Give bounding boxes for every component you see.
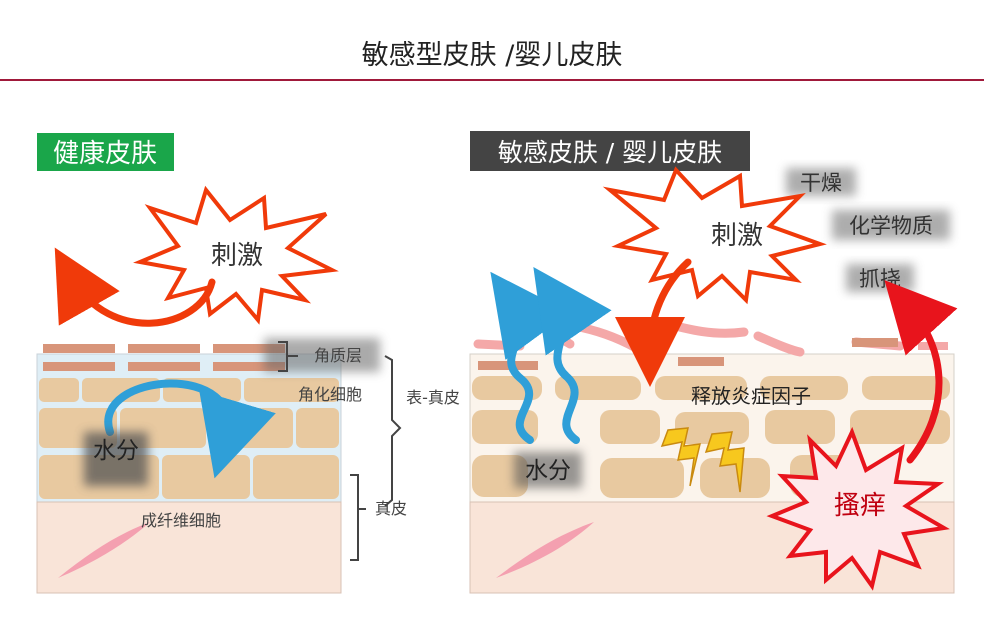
sensitive-stimulus-label: 刺激 (711, 221, 763, 251)
keratinocyte-cell (600, 458, 684, 498)
water-label-shadow (514, 452, 582, 488)
keratinocyte-cell (253, 455, 339, 499)
healthy-heading: 健康皮肤 (53, 139, 157, 169)
corneum-brick (678, 357, 724, 366)
corneum-brick (43, 362, 115, 371)
corneum-flake (655, 317, 749, 338)
corneum-label-shadow (264, 338, 380, 372)
itch-label: 搔痒 (834, 491, 886, 521)
blue-arrow-icon (490, 271, 570, 444)
healthy-stratum-corneum (43, 344, 285, 371)
burst-icon (133, 185, 339, 325)
cause-dry-label: 干燥 (800, 171, 842, 195)
corneum-brick (43, 344, 115, 353)
keratinocyte-cell (162, 455, 250, 499)
keratinocyte-cell (39, 378, 79, 402)
corneum-brick (213, 362, 285, 371)
keratinocyte-cell (296, 408, 339, 448)
dermis-bracket (350, 474, 366, 561)
cause-chemical-label: 化学物质 (849, 214, 933, 238)
epidermis-dermis-label: 表-真皮 (406, 388, 460, 407)
corneum-brick (852, 338, 898, 347)
blue-arrow-icon (104, 379, 276, 479)
lightning-icon (704, 431, 745, 493)
cause-scratch-label: 抓挠 (859, 267, 901, 291)
healthy-stimulus-label: 刺激 (211, 241, 263, 271)
corneum-flake (569, 321, 641, 353)
title-rule (0, 79, 984, 81)
keratinocyte-label: 角化细胞 (298, 385, 362, 404)
healthy-water-label: 水分 (93, 438, 139, 464)
cause-shadow (786, 168, 856, 196)
inflammation-label: 释放炎症因子 (691, 384, 811, 408)
burst-icon (602, 166, 827, 305)
burst-icon (766, 426, 950, 591)
stratum-corneum-label: 角质层 (314, 346, 362, 365)
fibroblast-cell (58, 522, 150, 578)
fibroblast-label: 成纤维细胞 (141, 511, 221, 530)
cause-shadow (832, 210, 950, 240)
water-label-shadow (84, 432, 148, 486)
keratinocyte-cell (700, 458, 770, 498)
healthy-dermis (36, 501, 342, 594)
keratinocyte-cell (765, 410, 835, 444)
fibroblast-cell (496, 522, 594, 578)
keratinocyte-cell (209, 408, 293, 448)
sensitive-heading: 敏感皮肤 / 婴儿皮肤 (498, 138, 722, 167)
corneum-bracket (278, 341, 298, 372)
keratinocyte-cell (760, 376, 848, 400)
sensitive-heading-tag (470, 131, 750, 171)
corneum-brick (213, 344, 285, 353)
red-arrow-icon (54, 247, 216, 327)
red-arrow-icon (884, 280, 958, 464)
corneum-brick (128, 362, 200, 371)
corneum-flake (753, 331, 805, 357)
dermis-label: 真皮 (375, 499, 407, 518)
healthy-heading-tag (37, 133, 174, 171)
red-arrow-icon (615, 258, 692, 387)
keratinocyte-cell (600, 410, 660, 444)
page-title: 敏感型皮肤 /婴儿皮肤 (362, 40, 623, 71)
sensitive-water-label: 水分 (525, 458, 571, 484)
epidermis-dermis-bracket (384, 355, 402, 507)
keratinocyte-cell (862, 376, 950, 400)
lightning-icon (660, 427, 701, 487)
blue-arrow-icon (533, 267, 612, 444)
corneum-brick (128, 344, 200, 353)
